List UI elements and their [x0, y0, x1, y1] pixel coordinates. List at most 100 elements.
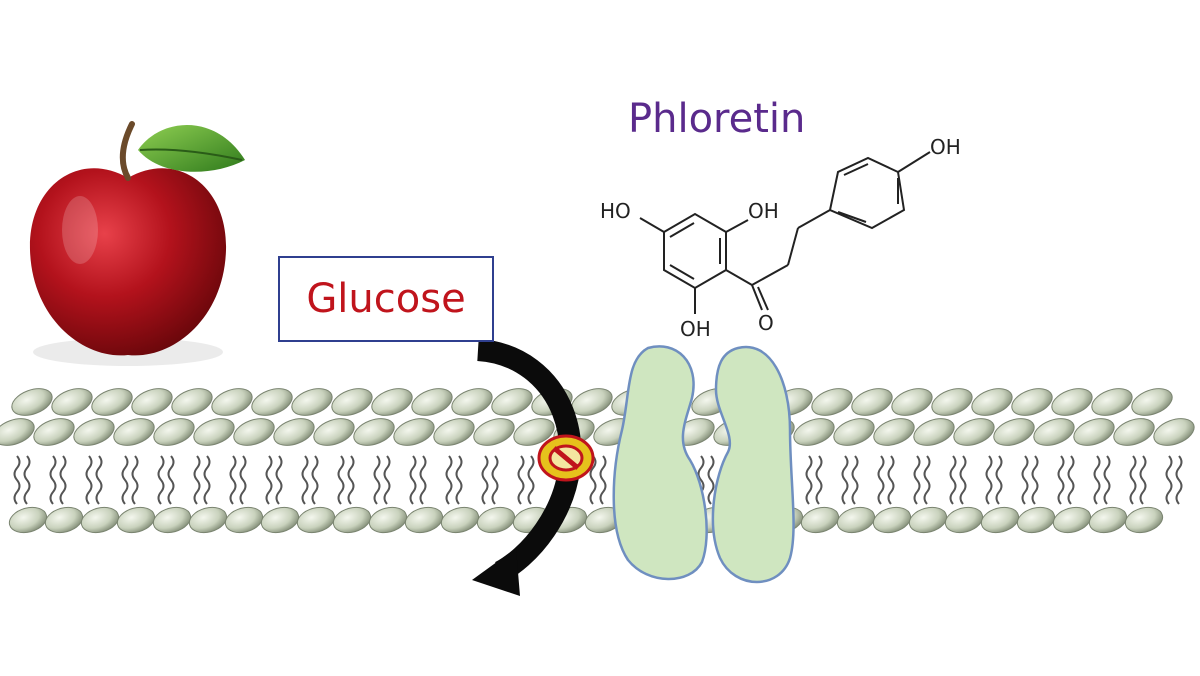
lipid-tail	[805, 455, 823, 505]
lipid-head	[1113, 418, 1155, 446]
lipid-head	[224, 506, 264, 534]
apple-icon	[29, 121, 245, 366]
lipid-tail	[913, 455, 931, 505]
lipid-head	[1091, 388, 1133, 416]
lipid-head	[811, 388, 853, 416]
lipid-head	[872, 506, 912, 534]
lipid-head	[1011, 388, 1053, 416]
lipid-tail	[1021, 455, 1039, 505]
lipid-head	[211, 388, 253, 416]
lipid-head	[51, 388, 93, 416]
lipid-head	[476, 506, 516, 534]
lipid-head	[260, 506, 300, 534]
lipid-tail	[337, 455, 355, 505]
lipid-tail	[877, 455, 895, 505]
lipid-tail	[841, 455, 859, 505]
lipid-tail	[409, 455, 427, 505]
lipid-head	[73, 418, 115, 446]
lipid-head	[251, 388, 293, 416]
lipid-tail	[949, 455, 967, 505]
lipid-head	[971, 388, 1013, 416]
lipid-head	[411, 388, 453, 416]
lipid-tail	[301, 455, 319, 505]
lipid-tail	[49, 455, 67, 505]
lipid-head	[513, 418, 555, 446]
lipid-head	[980, 506, 1020, 534]
lipid-head	[873, 418, 915, 446]
lipid-head	[1131, 388, 1173, 416]
lipid-head	[331, 388, 373, 416]
lipid-head	[953, 418, 995, 446]
lipid-head	[1016, 506, 1056, 534]
lipid-head	[152, 506, 192, 534]
lipid-head	[1124, 506, 1164, 534]
lipid-tail	[373, 455, 391, 505]
lipid-tail	[1093, 455, 1111, 505]
lipid-head	[11, 388, 53, 416]
lipid-head	[913, 418, 955, 446]
lipid-head	[0, 418, 35, 446]
lipid-head	[116, 506, 156, 534]
lipid-head	[944, 506, 984, 534]
lipid-head	[851, 388, 893, 416]
lipid-head	[291, 388, 333, 416]
atom-oh-top: OH	[748, 199, 779, 223]
lipid-head	[1073, 418, 1115, 446]
lipid-head	[44, 506, 84, 534]
lipid-head	[440, 506, 480, 534]
transporter-protein	[612, 345, 795, 584]
lipid-head	[793, 418, 835, 446]
lipid-head	[993, 418, 1035, 446]
lipid-head	[1088, 506, 1128, 534]
lipid-tail	[517, 455, 535, 505]
lipid-head	[332, 506, 372, 534]
lipid-head	[33, 418, 75, 446]
lipid-head	[91, 388, 133, 416]
lipid-head	[171, 388, 213, 416]
lipid-tail	[121, 455, 139, 505]
phloretin-structure	[639, 151, 931, 314]
lipid-head	[833, 418, 875, 446]
atom-oh-bottom: OH	[680, 317, 711, 341]
lipid-head	[1033, 418, 1075, 446]
lipid-head	[491, 388, 533, 416]
lipid-head	[433, 418, 475, 446]
lipid-head	[273, 418, 315, 446]
lipid-tail	[85, 455, 103, 505]
lipid-head	[233, 418, 275, 446]
lipid-head	[393, 418, 435, 446]
lipid-head	[8, 506, 48, 534]
lipid-tail	[229, 455, 247, 505]
lipid-head	[368, 506, 408, 534]
lipid-tail	[13, 455, 31, 505]
lipid-head	[1052, 506, 1092, 534]
lipid-head	[451, 388, 493, 416]
glucose-label: Glucose	[278, 256, 494, 342]
lipid-bilayer	[0, 388, 1195, 534]
lipid-head	[353, 418, 395, 446]
lipid-head	[891, 388, 933, 416]
lipid-tail	[157, 455, 175, 505]
lipid-tail	[193, 455, 211, 505]
lipid-head	[188, 506, 228, 534]
lipid-tail	[985, 455, 1003, 505]
lipid-tail	[445, 455, 463, 505]
phloretin-atoms: HO OH OH O OH	[600, 135, 961, 341]
lipid-tail	[1165, 455, 1183, 505]
phloretin-label: Phloretin	[628, 96, 806, 142]
lipid-head	[473, 418, 515, 446]
lipid-head	[1153, 418, 1195, 446]
lipid-head	[153, 418, 195, 446]
lipid-head	[313, 418, 355, 446]
lipid-head	[908, 506, 948, 534]
lipid-tail	[1057, 455, 1075, 505]
lipid-head	[131, 388, 173, 416]
atom-ketone-o: O	[758, 311, 774, 335]
lipid-head	[1051, 388, 1093, 416]
lipid-head	[371, 388, 413, 416]
atom-ho-left: HO	[600, 199, 631, 223]
lipid-tail	[481, 455, 499, 505]
prohibit-icon	[537, 434, 595, 482]
lipid-head	[113, 418, 155, 446]
